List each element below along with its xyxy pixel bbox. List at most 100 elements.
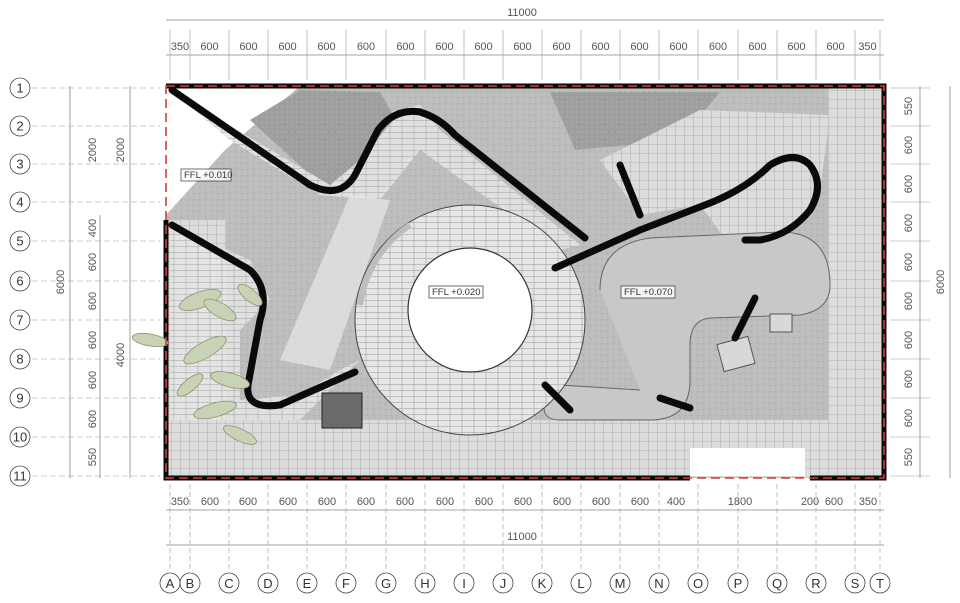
top-dimension-value: 600 (552, 41, 570, 53)
row-label: 7 (16, 313, 23, 328)
overall-dim-bottom: 11000 (507, 531, 537, 543)
wall-lower-serpentine (168, 221, 359, 410)
row-label: 8 (16, 352, 23, 367)
left-dimension-value: 600 (87, 410, 99, 428)
column-bubble (335, 572, 357, 594)
top-dimension-value: 600 (787, 41, 805, 53)
right-dimension-value: 600 (903, 292, 915, 310)
column-label: S (851, 576, 860, 591)
wall-upper-serpentine (168, 86, 589, 242)
column-label: C (224, 576, 233, 591)
top-dimension-value: 600 (239, 41, 257, 53)
column-label: M (615, 576, 626, 591)
left-dim-2000: 2000 (115, 138, 127, 162)
left-dimension-value: 550 (87, 448, 99, 466)
dimension-layer (32, 19, 951, 570)
column-label: K (538, 576, 547, 591)
row-bubble (9, 465, 31, 487)
column-bubble (805, 572, 827, 594)
top-dimension-value: 600 (317, 41, 335, 53)
right-dimension-value: 550 (903, 448, 915, 466)
upper-left-terrace (170, 90, 580, 250)
wall-stub-2 (731, 294, 759, 342)
central-void (407, 247, 533, 373)
light-beam (280, 195, 390, 370)
top-dimension-value: 350 (171, 41, 189, 53)
ffl-label-2: FFL +0.020 (428, 285, 484, 299)
column-label: P (734, 576, 743, 591)
bottom-dimension-value: 600 (514, 496, 532, 508)
column-label: L (577, 576, 584, 591)
wall-stub-3 (541, 381, 574, 414)
top-dimension-value: 600 (669, 41, 687, 53)
bottom-dimension-value: 600 (201, 496, 219, 508)
column-label: O (693, 576, 703, 591)
right-dimension-value: 600 (903, 214, 915, 232)
row-label: 4 (16, 195, 23, 210)
right-dimension-value: 600 (903, 370, 915, 388)
column-label: I (462, 576, 466, 591)
column-label: D (263, 576, 272, 591)
left-dimension-value: 600 (87, 253, 99, 271)
top-dimension-value: 600 (200, 41, 218, 53)
shelf-unit (321, 392, 363, 429)
column-bubble (453, 572, 475, 594)
bottom-dimension-value: 600 (592, 496, 610, 508)
column-bubble (531, 572, 553, 594)
column-label: J (500, 576, 507, 591)
column-bubble (844, 572, 866, 594)
bottom-dimension-value: 1800 (728, 496, 752, 508)
row-bubble (9, 191, 31, 213)
row-bubble (9, 115, 31, 137)
top-dimension-value: 600 (435, 41, 453, 53)
column-label: B (186, 576, 195, 591)
column-bubble (492, 572, 514, 594)
right-tiled-wall (828, 86, 884, 478)
svg-text:FFL +0.070: FFL +0.070 (624, 287, 673, 298)
top-dimension-value: 600 (591, 41, 609, 53)
column-bubble (727, 572, 749, 594)
right-dimension-value: 600 (903, 136, 915, 154)
column-label: R (811, 576, 820, 591)
upper-right-platform (600, 110, 830, 245)
column-bubble (375, 572, 397, 594)
column-bubble (869, 572, 891, 594)
plants (131, 283, 263, 445)
bottom-dimension-value: 600 (631, 496, 649, 508)
bottom-dimension-value: 600 (553, 496, 571, 508)
row-label: 1 (16, 81, 23, 96)
row-bubble (9, 309, 31, 331)
row-bubble (9, 230, 31, 252)
ring-gap (357, 222, 412, 306)
bottom-dimension-value: 200 (801, 496, 819, 508)
column-bubble (648, 572, 670, 594)
bottom-dimension-value: 600 (436, 496, 454, 508)
wall-stub-4 (656, 394, 694, 412)
top-dimension-value: 600 (709, 41, 727, 53)
bottom-dimension-value: 600 (475, 496, 493, 508)
wall-stub-1 (616, 161, 644, 219)
right-dimension-value: 600 (903, 331, 915, 349)
row-label: 5 (16, 234, 23, 249)
top-dimension-value: 600 (513, 41, 531, 53)
row-label: 9 (16, 391, 23, 406)
bottom-dimension-value: 600 (318, 496, 336, 508)
column-label: A (166, 576, 175, 591)
plan-body: FFL +0.010 FFL +0.020 FFL +0.070 (131, 83, 887, 481)
column-label: T (876, 576, 884, 591)
top-dimension-value: 600 (396, 41, 414, 53)
top-dimension-value: 600 (474, 41, 492, 53)
cube-block (716, 335, 756, 373)
row-bubble (9, 77, 31, 99)
row-bubble (9, 426, 31, 448)
top-dimension-value: 600 (357, 41, 375, 53)
right-dimension-value: 600 (903, 175, 915, 193)
row-label: 3 (16, 157, 23, 172)
cube-block-small (769, 313, 793, 333)
